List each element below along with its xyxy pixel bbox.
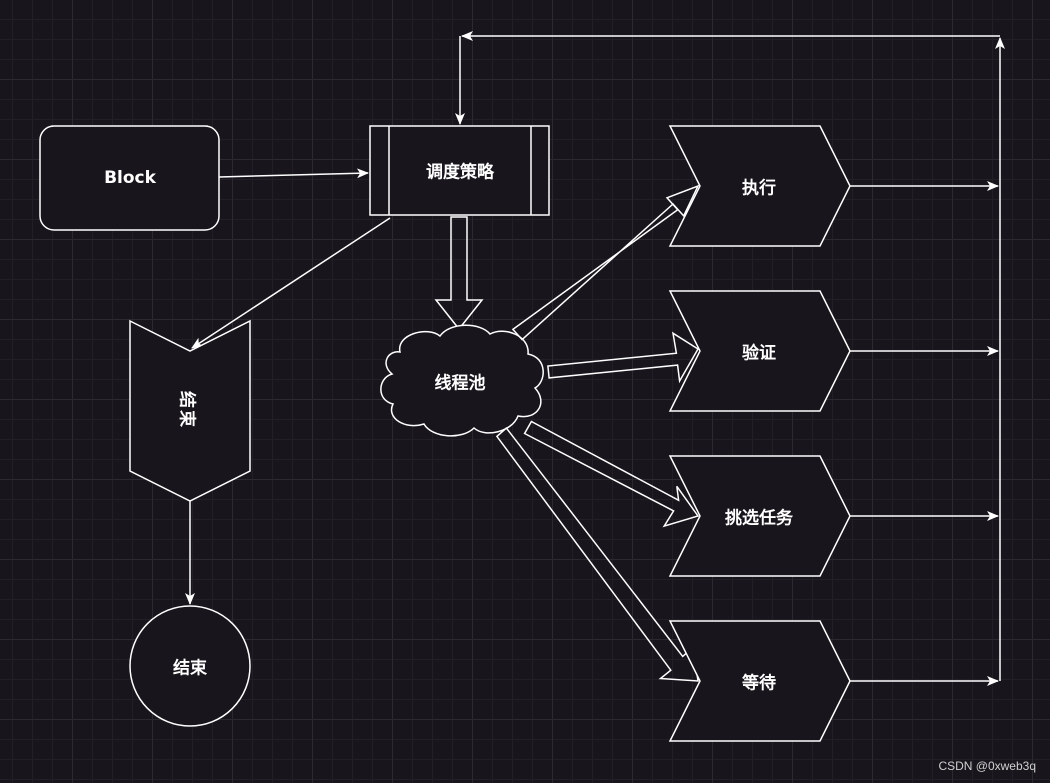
wait-node[interactable] (668, 620, 851, 742)
threadpool-cloud[interactable] (380, 324, 544, 437)
edge-block-schedule (218, 168, 369, 179)
schedule-label: 调度策略 (426, 162, 494, 183)
pick-task-label: 挑选任务 (725, 508, 793, 529)
threadpool-label: 线程池 (434, 373, 486, 394)
end-circle-node[interactable] (129, 605, 251, 727)
end-banner-label: 结束 (176, 391, 197, 429)
edge-threadpool-wait (495, 427, 699, 682)
edge-threadpool-verify (547, 331, 700, 384)
edge-schedule-end-banner (191, 217, 391, 349)
block-label: Block (104, 168, 156, 188)
execute-label: 执行 (742, 178, 776, 199)
end-banner-node[interactable] (129, 319, 251, 502)
block-node[interactable] (39, 125, 220, 231)
edge-threadpool-execute (511, 184, 700, 341)
edge-threadpool-pick (523, 420, 700, 528)
wait-label: 等待 (742, 673, 776, 694)
verify-label: 验证 (742, 343, 776, 364)
schedule-node[interactable] (369, 125, 550, 216)
edge-schedule-threadpool (434, 216, 484, 331)
execute-node[interactable] (668, 125, 851, 247)
pick-task-node[interactable] (668, 455, 851, 577)
verify-node[interactable] (668, 290, 851, 412)
end-circle-label: 结束 (173, 658, 207, 679)
watermark: CSDN @0xweb3q (938, 759, 1036, 773)
